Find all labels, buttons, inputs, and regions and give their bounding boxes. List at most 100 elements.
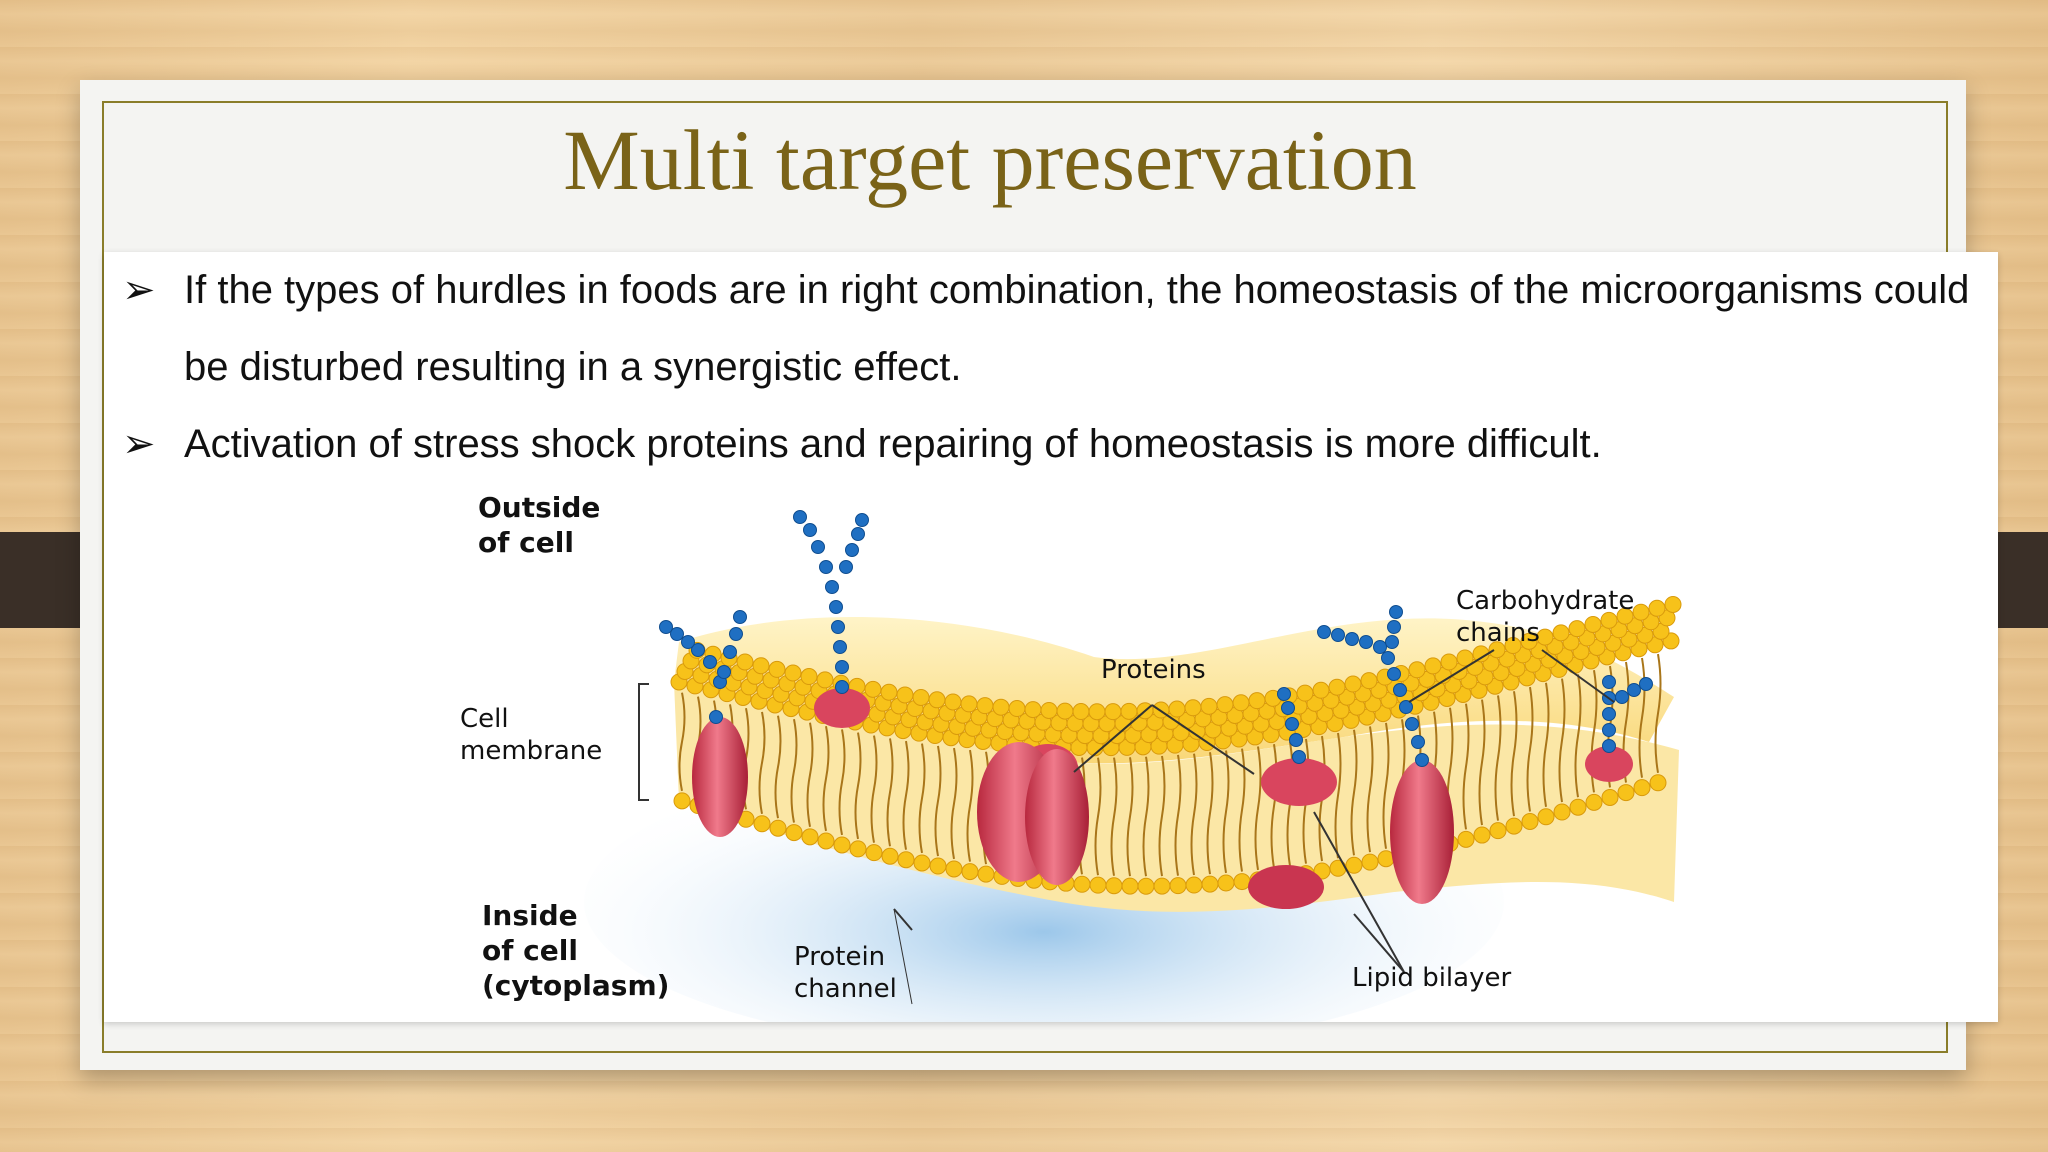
bullet-2-text: Activation of stress shock proteins and …: [184, 422, 1602, 466]
carbohydrate-bead: [793, 510, 807, 524]
lipid-head: [1153, 877, 1171, 895]
lipid-tail: [1190, 753, 1198, 876]
lipid-head: [1569, 798, 1587, 816]
carbohydrate-bead: [839, 560, 853, 574]
slide-title: Multi target preservation: [563, 112, 1417, 208]
lipid-head: [816, 671, 834, 689]
carbohydrate-bead: [1387, 620, 1401, 634]
lipid-tail: [1350, 729, 1358, 856]
lipid-head: [1233, 873, 1251, 891]
carbohydrate-bead: [855, 513, 869, 527]
lipid-head: [1553, 803, 1571, 821]
lipid-head: [961, 863, 979, 881]
carbohydrate-bead: [1285, 717, 1299, 731]
carbohydrate-bead: [1331, 628, 1345, 642]
carbohydrate-bead: [831, 620, 845, 634]
lipid-head: [960, 695, 978, 713]
lipid-tail: [1510, 691, 1518, 817]
label-inside-1: Inside: [482, 899, 578, 932]
label-inside-2: of cell: [482, 934, 578, 967]
lipid-head: [1328, 678, 1346, 696]
protein-mid: [1261, 758, 1337, 806]
carbohydrate-bead: [819, 560, 833, 574]
lipid-tail: [1654, 653, 1662, 773]
lipid-tail: [934, 745, 942, 857]
carbohydrate-bead: [1602, 739, 1616, 753]
carbohydrate-bead: [829, 600, 843, 614]
label-proteins: Proteins: [1101, 655, 1206, 685]
lipid-head: [864, 680, 882, 698]
lipid-tail: [1110, 757, 1118, 876]
lipid-head: [1456, 649, 1474, 667]
lipid-tail: [758, 711, 766, 814]
lipid-head: [1408, 661, 1426, 679]
lipid-head: [1105, 877, 1123, 895]
label-channel-2: channel: [794, 974, 897, 1004]
lipid-head: [1072, 703, 1090, 721]
lipid-head: [1184, 699, 1202, 717]
lipid-head: [1216, 696, 1234, 714]
lipid-head: [1137, 877, 1155, 895]
label-lipid-bilayer: Lipid bilayer: [1352, 963, 1511, 993]
lipid-tail: [1254, 746, 1262, 871]
carbohydrate-bead: [803, 523, 817, 537]
lipid-head: [1616, 607, 1634, 625]
bullet-1-text: If the types of hurdles in foods are in …: [184, 268, 1970, 389]
carbohydrate-bead: [825, 580, 839, 594]
cell-membrane-diagram: Outside of cell Cell membrane Inside of …: [460, 491, 1682, 1022]
carbohydrate-chains: [659, 510, 1653, 767]
lipid-tail: [678, 692, 686, 792]
lipid-head: [992, 698, 1010, 716]
lipid-head: [784, 664, 802, 682]
lipid-head: [1073, 875, 1091, 893]
carbohydrate-bead: [659, 620, 673, 634]
lipid-tail: [1366, 726, 1374, 853]
lipid-head: [1024, 701, 1042, 719]
lipid-head: [785, 824, 803, 842]
carbohydrate-bead: [709, 710, 723, 724]
lipid-head: [1505, 817, 1523, 835]
lipid-head: [1232, 694, 1250, 712]
lipid-head: [1361, 853, 1379, 871]
lipid-head: [1457, 830, 1475, 848]
carbohydrate-bead: [1385, 635, 1399, 649]
lipid-head: [1488, 641, 1506, 659]
lipid-head: [1248, 692, 1266, 710]
carbohydrate-bead: [1627, 683, 1641, 697]
lipid-head: [1296, 684, 1314, 702]
lipid-head: [1552, 624, 1570, 642]
label-membrane-1: Cell: [460, 704, 509, 734]
lipid-head: [1504, 637, 1522, 655]
lipid-head: [1473, 826, 1491, 844]
lipid-head: [1217, 874, 1235, 892]
protein-channel: [977, 742, 1089, 885]
carbohydrate-bead: [1345, 632, 1359, 646]
lipid-head: [800, 668, 818, 686]
lipid-head: [1584, 615, 1602, 633]
carbohydrate-bead: [1411, 735, 1425, 749]
carbohydrate-bead: [835, 660, 849, 674]
lipid-head: [1489, 822, 1507, 840]
lipid-head: [673, 792, 691, 810]
lipid-tail: [1382, 722, 1390, 849]
carbohydrate-bead: [833, 640, 847, 654]
carbohydrate-bead: [1289, 733, 1303, 747]
carbohydrate-bead: [1317, 625, 1331, 639]
carbohydrate-bead: [723, 645, 737, 659]
lipid-heads-bottom: [673, 774, 1667, 895]
lipid-tail: [870, 735, 878, 843]
protein-far-right: [1585, 746, 1633, 782]
lipid-head: [1424, 657, 1442, 675]
label-membrane-2: membrane: [460, 736, 602, 766]
lipid-head: [1168, 700, 1186, 718]
carbohydrate-bead: [729, 627, 743, 641]
lipid-head: [1121, 877, 1139, 895]
lipid-head: [849, 840, 867, 858]
lipid-tail: [918, 743, 926, 854]
lipid-head: [1120, 702, 1138, 720]
lipid-tail: [902, 740, 910, 850]
lipid-tail: [1126, 757, 1134, 877]
carbohydrate-bead: [681, 635, 695, 649]
carbohydrate-bead: [1389, 605, 1403, 619]
lipid-head: [1312, 681, 1330, 699]
